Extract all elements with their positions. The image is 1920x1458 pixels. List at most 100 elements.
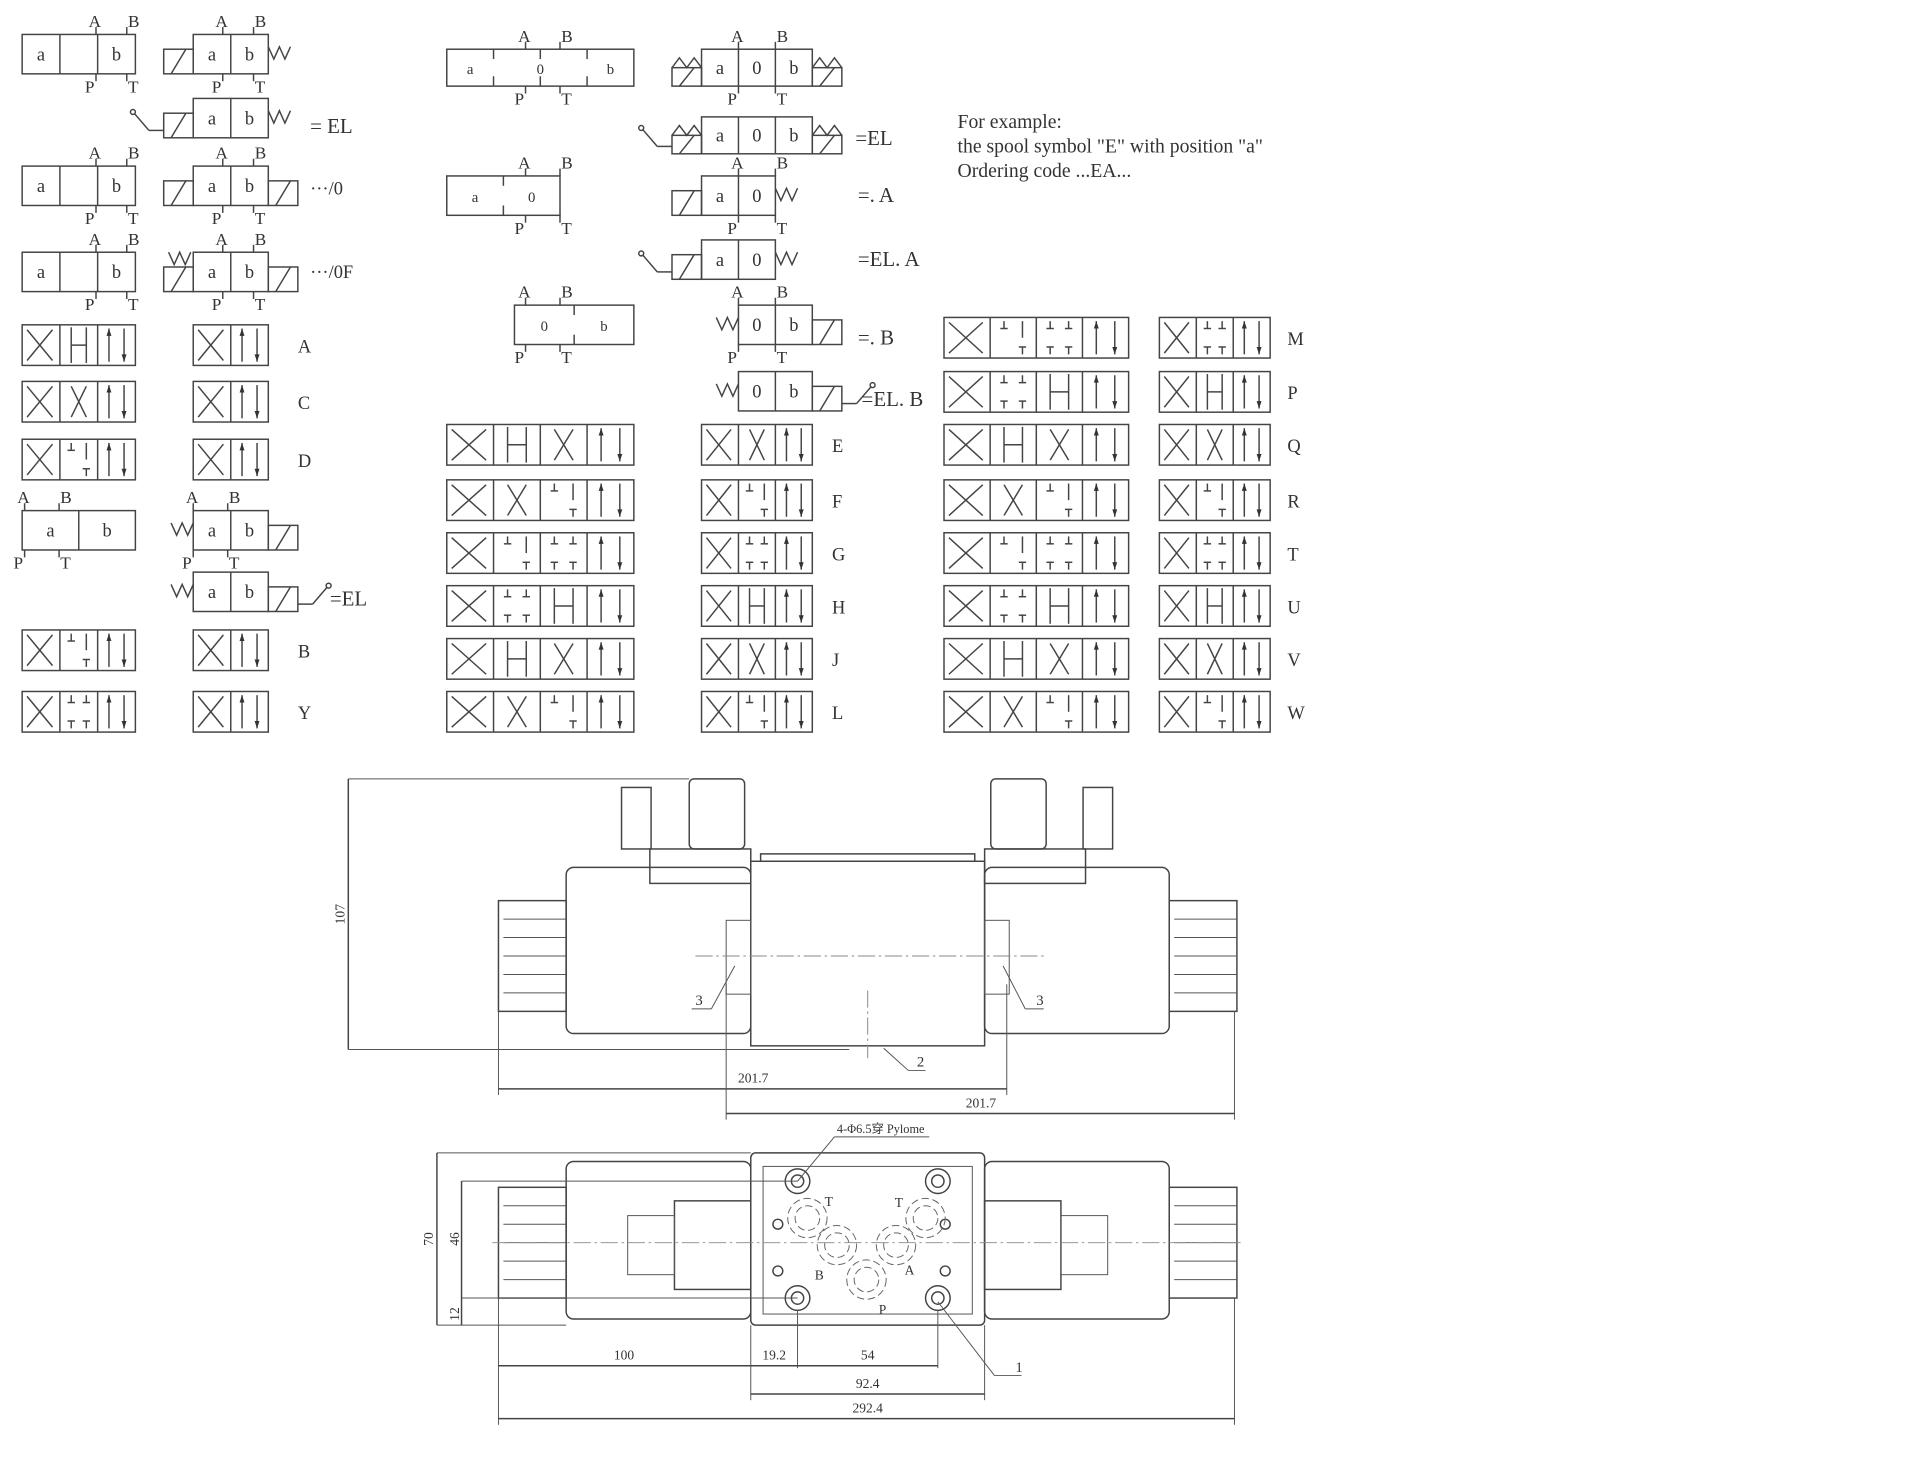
port-label-B: B (128, 12, 140, 31)
arrow-head (784, 695, 789, 703)
line (1163, 321, 1190, 354)
spool-symbol (446, 584, 635, 628)
spool-symbol (1158, 532, 1271, 575)
solenoid-icon (267, 586, 299, 613)
arrow-head (1241, 321, 1247, 329)
line (705, 695, 732, 728)
line (26, 634, 54, 667)
port-circle-inner (883, 1232, 909, 1258)
port-label-A: A (518, 27, 531, 46)
arrow-head (1112, 562, 1118, 570)
spool-code-label: J (832, 650, 839, 670)
connector-base-left (649, 848, 752, 885)
spool-code-label: E (832, 436, 843, 456)
arrow-head (617, 562, 623, 570)
spool-symbol (943, 690, 1130, 733)
arrow-head (254, 721, 260, 729)
solenoid-housing-right (983, 866, 1170, 1035)
port-label-P: P (85, 209, 95, 228)
port-label-P: P (727, 90, 737, 109)
solenoid-body (267, 586, 299, 613)
lever-knob (325, 582, 332, 589)
valve-envelope (21, 165, 137, 207)
arrow-head (1241, 483, 1247, 491)
solenoid-housing-left (565, 866, 752, 1035)
dim-label-46: 46 (447, 1232, 462, 1246)
solenoid-diagonal (819, 319, 836, 345)
port-label-T: T (777, 348, 788, 367)
arrow-head (798, 562, 804, 570)
suffix-EL-B: =EL. B (862, 387, 924, 411)
solenoid-double-icon (811, 124, 843, 155)
dim-label-92-4: 92.4 (856, 1376, 880, 1391)
spool-symbol (1158, 316, 1271, 359)
spool-envelope (700, 584, 814, 628)
port-label-B: B (128, 144, 140, 163)
dim-label-107: 107 (333, 904, 348, 925)
solenoid-body (162, 48, 194, 75)
position-label: b (789, 125, 798, 145)
spool-symbol (192, 690, 270, 733)
solenoid-icon (671, 253, 703, 281)
spool-envelope (700, 532, 814, 575)
position-label: a (208, 176, 216, 196)
position-label: b (245, 582, 254, 602)
port-label-B: B (255, 144, 267, 163)
spool-code-label: U (1287, 597, 1300, 617)
port-label-A: A (731, 154, 744, 173)
position-label: 0 (528, 190, 535, 206)
line (197, 634, 224, 667)
arrow-head (239, 442, 245, 451)
arrow-head (106, 442, 112, 451)
spool-code-label: W (1287, 703, 1305, 723)
port-label-T: T (128, 295, 139, 314)
solenoid-icon (811, 319, 843, 346)
arrow-head (1112, 454, 1118, 462)
line (641, 254, 658, 273)
proportional-mark (811, 56, 843, 69)
mounting-face (750, 1152, 986, 1326)
spool-symbol (21, 629, 137, 672)
line (705, 484, 732, 516)
position-label: b (789, 315, 798, 335)
position-label: a (208, 44, 216, 64)
suffix-zero: ···/0 (310, 178, 343, 198)
spring-zigzag (774, 250, 799, 267)
solenoid-icon (162, 112, 194, 139)
arrow-head (784, 642, 789, 650)
arrow-head (121, 659, 127, 667)
port-label-P: P (212, 209, 222, 228)
port-circle (787, 1197, 828, 1239)
spring-zigzag (267, 108, 292, 125)
spool-code-label: M (1287, 329, 1303, 349)
nut-left (627, 1215, 675, 1276)
coil-nut (497, 899, 567, 1013)
arrow-head (798, 615, 804, 623)
position-label: b (112, 262, 121, 282)
solenoid-diagonal (275, 180, 292, 206)
line (948, 590, 984, 622)
port-label-A: A (186, 488, 199, 507)
line (1049, 643, 1070, 675)
port-label-T: T (561, 219, 572, 238)
port-label-A: A (215, 230, 228, 249)
port-circle (846, 1259, 887, 1300)
port-A-label: A (905, 1263, 915, 1278)
spool-code-label: T (1287, 544, 1298, 564)
arrow-head (1241, 589, 1247, 597)
solenoid-diagonal (170, 180, 187, 206)
spool-envelope (1158, 423, 1271, 466)
arrow-head (121, 721, 127, 729)
port-label-B: B (561, 27, 573, 46)
dim-label-292-4: 292.4 (852, 1400, 883, 1415)
line (451, 484, 487, 517)
line (705, 537, 732, 569)
line (948, 537, 984, 569)
spring-zigzag (170, 582, 194, 599)
spool-code-label: V (1287, 650, 1301, 670)
lever-knob (638, 250, 645, 257)
callout-3-left: 3 (695, 993, 702, 1009)
